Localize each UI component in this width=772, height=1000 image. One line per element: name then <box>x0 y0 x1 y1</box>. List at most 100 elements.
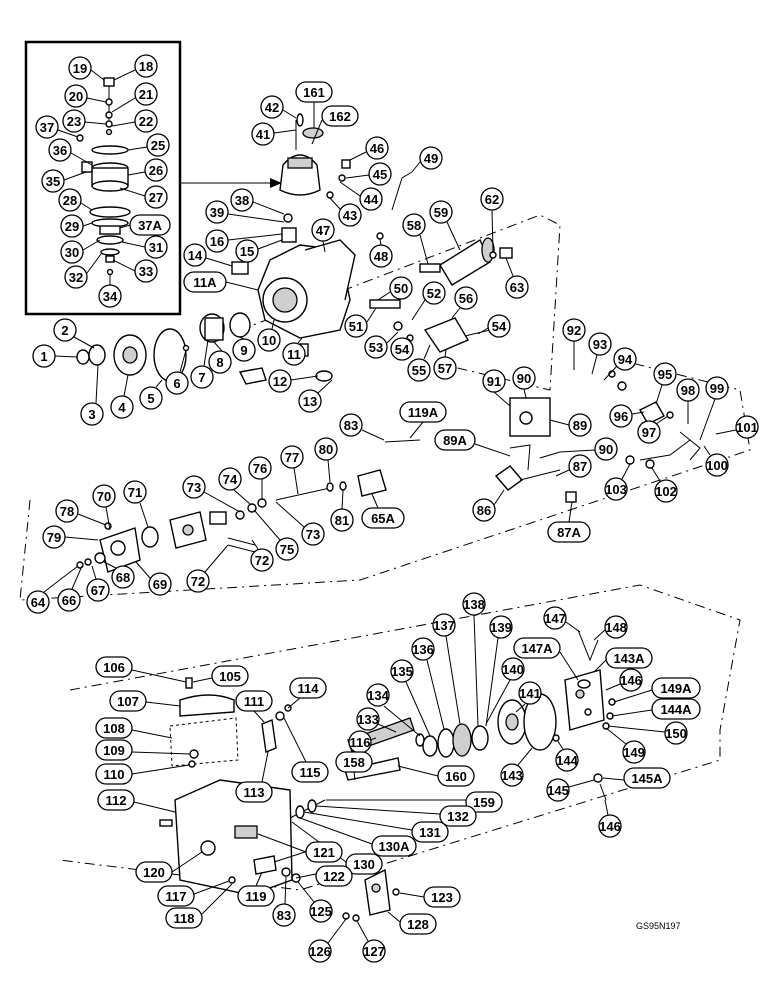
callout-11A: 11A <box>183 271 259 293</box>
callout-98: 98 <box>676 378 700 424</box>
svg-text:130A: 130A <box>378 839 410 854</box>
callout-8: 8 <box>208 341 232 374</box>
callout-81: 81 <box>330 489 354 532</box>
callout-96: 96 <box>609 404 645 428</box>
callout-68: 68 <box>103 561 135 589</box>
svg-text:147: 147 <box>544 611 566 626</box>
callout-55: 55 <box>407 344 431 382</box>
svg-text:108: 108 <box>103 721 125 736</box>
callout-83b: 83 <box>272 876 296 927</box>
svg-text:62: 62 <box>485 192 499 207</box>
callout-49: 49 <box>411 146 443 173</box>
callout-26: 26 <box>127 158 168 182</box>
svg-text:120: 120 <box>143 865 165 880</box>
svg-text:21: 21 <box>139 87 153 102</box>
callout-91: 91 <box>482 369 511 407</box>
svg-text:147A: 147A <box>521 641 553 656</box>
svg-text:49: 49 <box>424 151 438 166</box>
callout-145A: 145A <box>602 767 671 789</box>
svg-text:93: 93 <box>593 337 607 352</box>
callout-139: 139 <box>485 615 513 727</box>
svg-text:144A: 144A <box>660 702 692 717</box>
svg-text:26: 26 <box>149 163 163 178</box>
svg-text:148: 148 <box>605 620 627 635</box>
callout-112: 112 <box>97 789 176 813</box>
svg-text:34: 34 <box>103 289 118 304</box>
callout-75: 75 <box>253 509 299 561</box>
callout-21: 21 <box>111 82 158 113</box>
svg-text:4: 4 <box>118 400 126 415</box>
svg-text:30: 30 <box>65 245 79 260</box>
callout-38: 38 <box>230 188 285 215</box>
callout-134: 134 <box>366 683 421 737</box>
callout-12: 12 <box>268 369 319 393</box>
callout-140: 140 <box>485 657 525 725</box>
svg-text:68: 68 <box>116 570 130 585</box>
callout-22: 22 <box>111 109 158 133</box>
svg-text:53: 53 <box>369 340 383 355</box>
callout-80: 80 <box>314 437 338 483</box>
svg-text:50: 50 <box>394 281 408 296</box>
callout-36: 36 <box>48 138 93 166</box>
svg-text:137: 137 <box>433 618 455 633</box>
svg-text:58: 58 <box>407 218 421 233</box>
callout-105: 105 <box>192 665 249 687</box>
callout-54: 54 <box>390 337 414 361</box>
callout-20: 20 <box>64 84 107 108</box>
svg-text:73: 73 <box>306 527 320 542</box>
svg-text:77: 77 <box>285 450 299 465</box>
callout-50: 50 <box>377 276 413 301</box>
callout-57: 57 <box>433 349 457 380</box>
pump-housing-assembly <box>76 113 513 385</box>
callout-132: 132 <box>315 805 477 827</box>
callout-126: 126 <box>308 918 347 963</box>
svg-text:126: 126 <box>309 944 331 959</box>
svg-text:131: 131 <box>419 825 441 840</box>
callout-90b: 90 <box>559 437 618 461</box>
svg-text:83: 83 <box>277 908 291 923</box>
callout-64: 64 <box>26 565 79 614</box>
callout-16: 16 <box>205 229 283 253</box>
callout-13: 13 <box>298 379 333 413</box>
callout-93: 93 <box>588 332 612 375</box>
svg-text:119: 119 <box>246 889 267 904</box>
callout-136: 136 <box>411 637 445 730</box>
svg-text:113: 113 <box>244 785 265 800</box>
callout-35: 35 <box>41 169 87 193</box>
svg-text:5: 5 <box>147 391 154 406</box>
svg-text:96: 96 <box>614 409 628 424</box>
svg-text:149: 149 <box>623 745 645 760</box>
svg-text:161: 161 <box>303 85 325 100</box>
svg-text:11A: 11A <box>193 275 217 290</box>
svg-text:107: 107 <box>117 694 139 709</box>
callout-31: 31 <box>121 235 168 259</box>
callout-25: 25 <box>127 133 170 157</box>
svg-text:138: 138 <box>463 597 485 612</box>
svg-text:99: 99 <box>710 381 724 396</box>
callout-89A: 89A <box>434 429 511 457</box>
svg-text:87A: 87A <box>557 525 581 540</box>
svg-text:112: 112 <box>106 793 127 808</box>
svg-text:90: 90 <box>517 371 531 386</box>
callout-1: 1 <box>32 344 78 368</box>
svg-text:146: 146 <box>620 673 642 688</box>
svg-text:81: 81 <box>335 513 349 528</box>
callout-59: 59 <box>429 200 461 251</box>
callout-86: 86 <box>472 489 505 522</box>
svg-text:56: 56 <box>459 291 473 306</box>
callout-103: 103 <box>604 463 631 501</box>
callout-143: 143 <box>500 747 533 787</box>
callout-102: 102 <box>651 467 678 503</box>
svg-text:87: 87 <box>573 459 587 474</box>
svg-text:143A: 143A <box>613 651 645 666</box>
svg-text:57: 57 <box>438 361 452 376</box>
svg-text:100: 100 <box>706 458 728 473</box>
svg-text:122: 122 <box>323 869 345 884</box>
svg-text:160: 160 <box>445 769 467 784</box>
svg-text:59: 59 <box>434 205 448 220</box>
callout-123: 123 <box>399 886 461 908</box>
svg-text:65A: 65A <box>371 511 395 526</box>
callout-159: 159 <box>326 791 503 813</box>
callout-92: 92 <box>562 318 586 370</box>
callout-74: 74 <box>218 467 251 505</box>
